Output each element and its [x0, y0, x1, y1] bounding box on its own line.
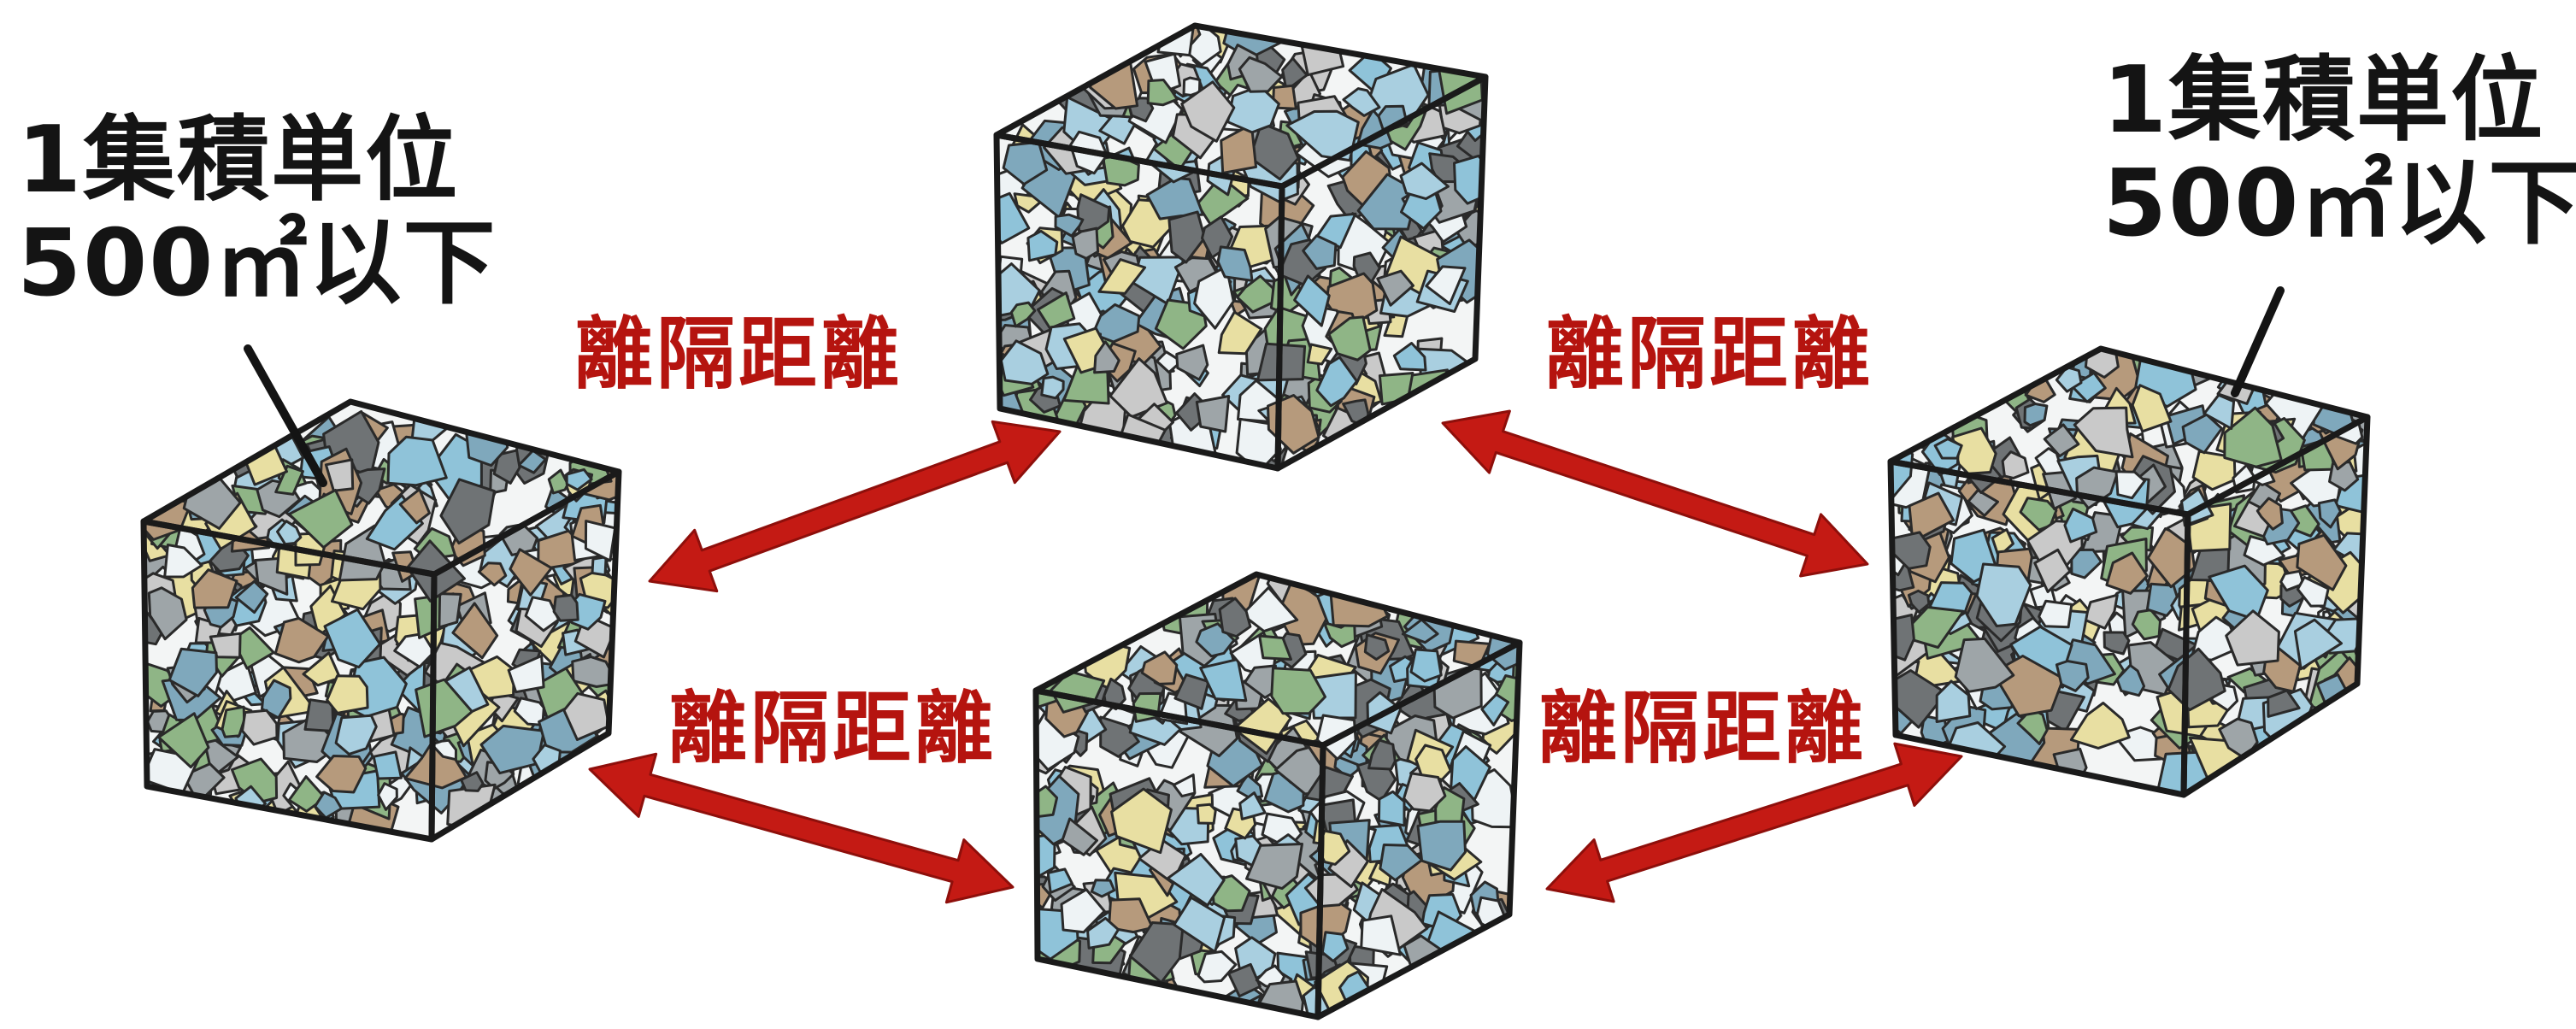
arrow-top-left [648, 420, 1062, 593]
leader-line-left [244, 344, 327, 487]
separation-label-top-right: 離隔距離 [1545, 309, 1874, 400]
unit-label-left-line2: 500㎡以下 [17, 209, 497, 317]
separation-label-top-left: 離隔距離 [574, 309, 903, 400]
unit-label-left: 1集積単位 500㎡以下 [17, 109, 497, 316]
unit-label-right: 1集積単位 500㎡以下 [2103, 47, 2576, 257]
unit-label-left-line1: 1集積単位 [17, 107, 460, 214]
pile-cube-right [1887, 345, 2371, 798]
arrow-bottom-right [1545, 742, 1963, 903]
unit-label-right-line2: 500㎡以下 [2103, 150, 2576, 257]
separation-label-bottom-left: 離隔距離 [668, 683, 997, 774]
pile-cube-left [140, 398, 622, 843]
arrow-bottom-left [588, 752, 1015, 904]
separation-label-bottom-right: 離隔距離 [1538, 683, 1867, 774]
pile-cube-top [993, 22, 1489, 472]
leader-line-right [2231, 286, 2285, 397]
pile-cube-bottom [1032, 571, 1523, 1020]
arrow-top-right [1441, 409, 1869, 578]
unit-label-right-line1: 1集積単位 [2103, 47, 2545, 154]
